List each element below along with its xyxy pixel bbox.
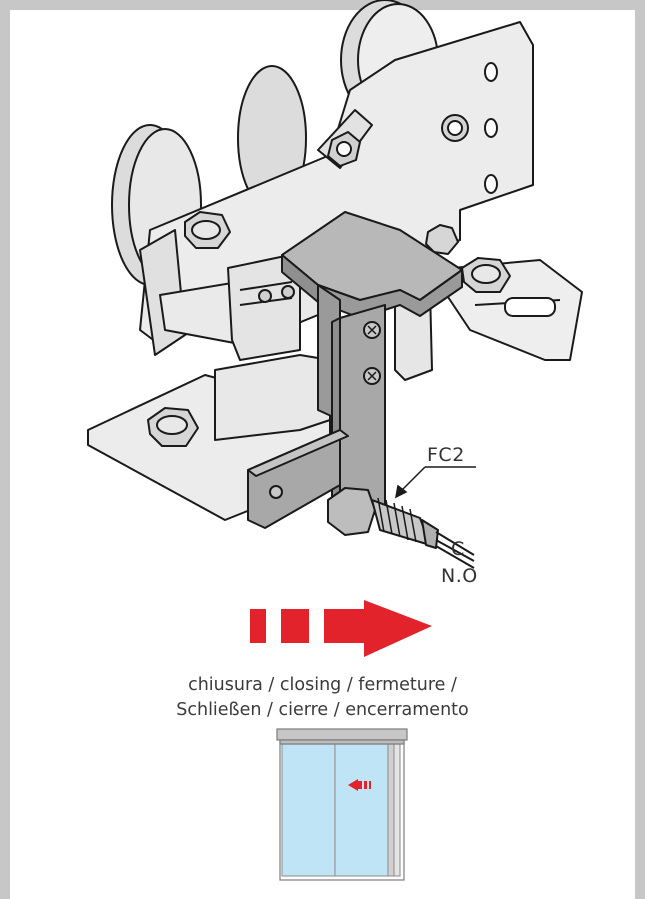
sensor-wires	[435, 531, 475, 569]
caption-line-2: Schließen / cierre / encerramento	[176, 700, 469, 720]
sliding-door-icon	[276, 728, 408, 881]
common-wire-label: C	[451, 538, 465, 560]
bolt-right	[461, 257, 511, 293]
sensor-bracket	[247, 211, 463, 529]
caption-line-1: chiusura / closing / fermeture /	[188, 675, 457, 695]
arrow-right-icon	[250, 600, 432, 657]
fc2-leader	[394, 466, 476, 499]
normally-open-label: N.O	[441, 565, 478, 587]
fc2-label: FC2	[427, 444, 465, 466]
bolt-top-left	[184, 211, 231, 249]
bolt-lower-left	[147, 407, 199, 447]
arrow-left-icon	[348, 779, 371, 791]
proximity-sensor	[327, 487, 439, 549]
